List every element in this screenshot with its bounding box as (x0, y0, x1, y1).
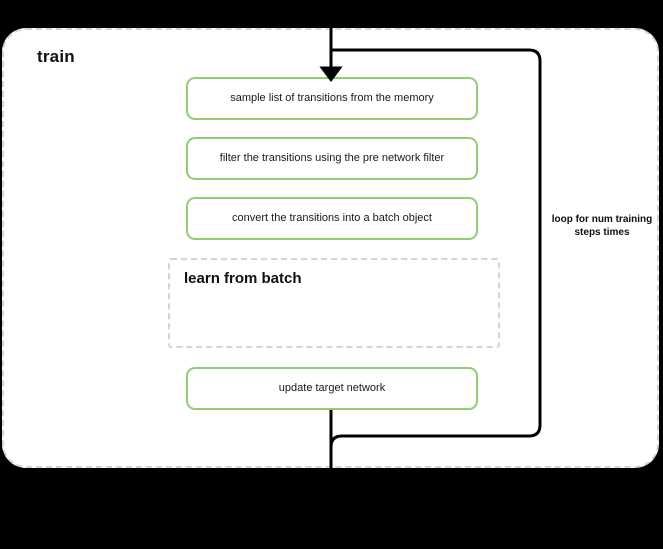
subphase-title: learn from batch (184, 270, 302, 287)
step-box-filter[interactable]: filter the transitions using the pre net… (186, 137, 478, 180)
step-box-sample[interactable]: sample list of transitions from the memo… (186, 77, 478, 120)
learn-from-batch-container: learn from batch (168, 258, 500, 348)
step-label-sample: sample list of transitions from the memo… (230, 91, 434, 104)
loop-annotation-label: loop for num training steps times (551, 214, 653, 238)
phase-title: train (37, 47, 75, 66)
step-label-convert: convert the transitions into a batch obj… (232, 211, 432, 224)
step-label-filter: filter the transitions using the pre net… (219, 151, 445, 164)
step-box-update-target-network[interactable]: update target network (186, 367, 478, 410)
step-box-convert[interactable]: convert the transitions into a batch obj… (186, 197, 478, 240)
step-label-update-target-network: update target network (278, 381, 386, 394)
